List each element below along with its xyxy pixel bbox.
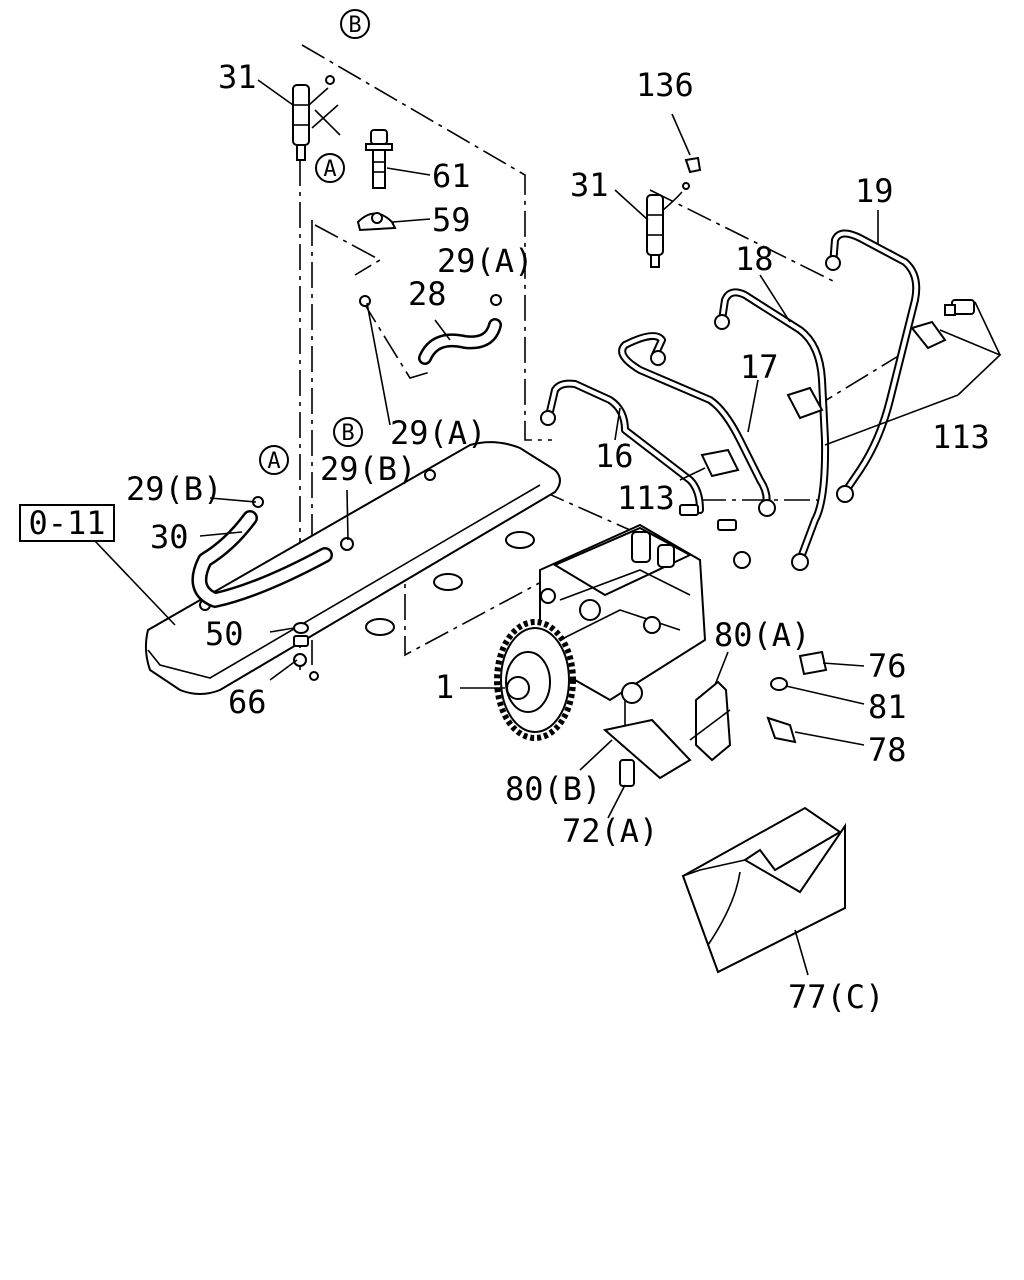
label-113-mid: 113 [617,479,675,517]
brackets-and-fasteners [602,650,828,787]
label-16: 16 [595,437,634,475]
bolt-76 [798,650,828,676]
label-76: 76 [868,647,907,685]
label-19: 19 [855,172,894,210]
cover-boss-3 [365,618,395,636]
marker-a-mid-text: A [267,449,280,474]
marker-a-top [315,153,345,183]
label-17: 17 [740,348,779,386]
label-31-right: 31 [570,166,609,204]
label-59: 59 [432,201,471,239]
marker-a-mid [259,445,289,475]
bolt-72a [619,759,635,787]
label-80a: 80(A) [714,616,810,654]
part-labels: 31 61 59 29(A) 28 29(A) 29(B) 29(B) 30 5… [126,58,990,1016]
label-30: 30 [150,518,189,556]
label-29a-mid: 29(A) [390,414,486,452]
leader-lines [93,79,879,976]
reference-box: 0-11 [19,504,115,542]
label-29b-mid: 29(B) [320,450,416,488]
label-78: 78 [868,731,907,769]
marker-b-mid [333,417,363,447]
label-18: 18 [735,240,774,278]
clamps-113 [679,299,1002,531]
cover-boss-2 [433,573,463,591]
label-80b: 80(B) [505,770,601,808]
label-29b-left: 29(B) [126,470,222,508]
bolt-78 [766,716,797,744]
label-77c: 77(C) [788,978,884,1016]
label-29a-top: 29(A) [437,242,533,280]
circle-markers: B A B A [259,9,370,475]
label-81: 81 [868,688,907,726]
label-1: 1 [435,668,454,706]
cover-boss-1 [505,531,535,549]
block-77c [681,806,846,974]
marker-b-mid-text: B [341,421,354,446]
label-61: 61 [432,157,471,195]
label-31-top: 31 [218,58,257,96]
injector-right [646,156,702,268]
label-72a: 72(A) [562,812,658,850]
hose-28 [359,294,502,365]
label-66: 66 [228,683,267,721]
cap-136 [684,156,702,174]
hose-30 [191,496,354,608]
marker-b-top-text: B [348,13,361,38]
seal-and-nut [293,622,319,681]
label-28: 28 [408,275,447,313]
bolt-61 [365,129,393,189]
head-cover [144,441,561,695]
injector-left [292,75,341,161]
marker-a-top-text: A [323,157,336,182]
injection-pump [494,523,707,741]
label-50: 50 [205,615,244,653]
marker-b-top [340,9,370,39]
reference-box-text: 0-11 [28,504,105,542]
label-113-right: 113 [932,418,990,456]
washer-81 [770,677,788,691]
injection-pipes [540,229,921,571]
label-136: 136 [636,66,694,104]
clamp-59 [356,212,397,232]
